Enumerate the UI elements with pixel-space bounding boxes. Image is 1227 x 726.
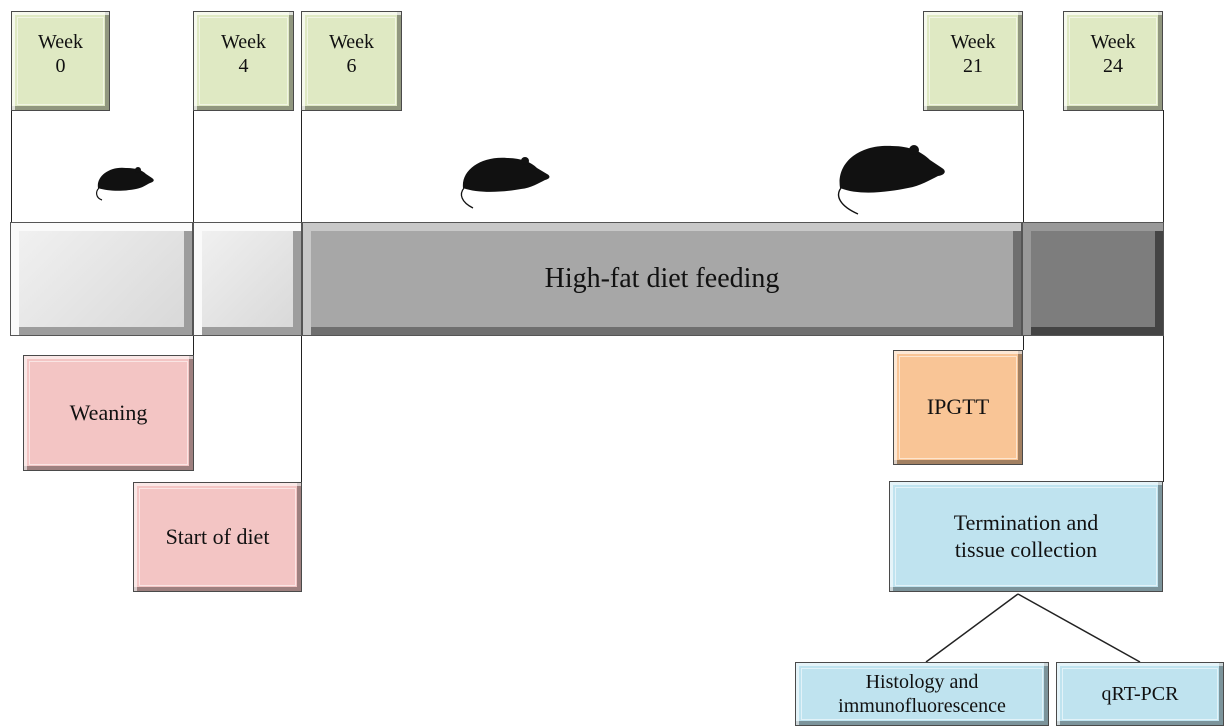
week-24-box: Week 24	[1063, 11, 1163, 111]
weaning-box: Weaning	[23, 355, 194, 471]
mouse-large-icon	[837, 145, 945, 215]
mouse-small-icon	[96, 167, 154, 201]
week-21-label: Week 21	[950, 31, 996, 77]
week-0-box: Week 0	[11, 11, 110, 111]
week-4-label: Week 4	[220, 31, 267, 77]
timeline-segment-weeks-0-4	[10, 222, 193, 336]
high-fat-diet-label: High-fat diet feeding	[544, 263, 780, 294]
ipgtt-label: IPGTT	[926, 394, 990, 420]
termination-label: Termination and tissue collection	[953, 510, 1099, 562]
week-0-line	[11, 110, 12, 225]
timeline-segment-weeks-4-6	[193, 222, 302, 336]
week-4-box: Week 4	[193, 11, 294, 111]
timeline-segment-weeks-21-24	[1022, 222, 1164, 336]
histology-label: Histology and immunofluorescence	[838, 671, 1006, 717]
week-24-label: Week 24	[1090, 31, 1136, 77]
start-of-diet-label: Start of diet	[165, 523, 270, 549]
week-6-box: Week 6	[301, 11, 402, 111]
week-6-label: Week 6	[328, 31, 375, 77]
mouse-medium-icon	[460, 157, 550, 209]
histology-box: Histology and immunofluorescence	[795, 662, 1049, 726]
start-of-diet-box: Start of diet	[133, 482, 302, 592]
weaning-label: Weaning	[69, 399, 148, 425]
termination-box: Termination and tissue collection	[889, 481, 1163, 592]
timeline-segment-high-fat-diet: High-fat diet feeding	[302, 222, 1022, 336]
qrtpcr-label: qRT-PCR	[1101, 683, 1179, 705]
ipgtt-box: IPGTT	[893, 350, 1023, 465]
week-0-label: Week 0	[37, 31, 84, 77]
week-21-box: Week 21	[923, 11, 1023, 111]
qrtpcr-box: qRT-PCR	[1056, 662, 1224, 726]
